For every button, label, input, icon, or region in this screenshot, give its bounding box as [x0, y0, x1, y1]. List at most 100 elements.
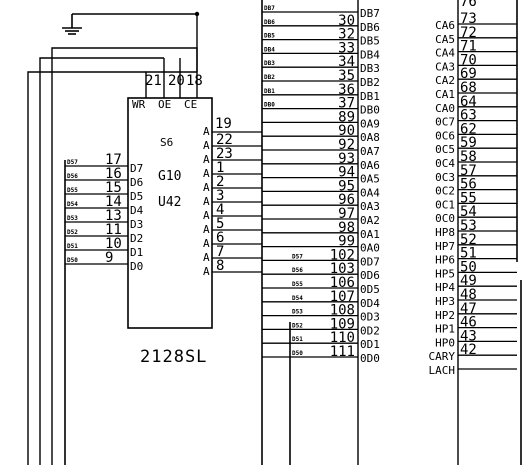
chip-address-pin-number: 3: [216, 188, 224, 204]
connector-right-pin-number: 43: [460, 328, 477, 344]
connector-pin-number: 33: [338, 40, 355, 56]
connector-signal-label: DB0: [360, 104, 380, 117]
connector-signal-label: 0D3: [360, 311, 380, 324]
connector-pin-number: 93: [338, 151, 355, 167]
connector-pin-number: 106: [330, 275, 355, 291]
connector-right-signal-label: HP0: [435, 336, 455, 349]
connector-net-label: D51: [292, 336, 303, 343]
connector-right-signal-label: CA2: [435, 74, 455, 87]
connector-right-signal-label: LACH: [429, 364, 456, 377]
chip-data-pin-number: 17: [105, 152, 122, 168]
chip-address-pin-number: 23: [216, 146, 233, 162]
connector-signal-label: 0A0: [360, 242, 380, 255]
partial-pin-num: 76: [460, 0, 477, 10]
connector-right-pin-number: 49: [460, 273, 477, 289]
chip-data-pin-label: D5: [130, 190, 143, 203]
chip-address-marker: A: [203, 223, 210, 236]
chip-data-pin-label: D0: [130, 260, 143, 273]
connector-right-signal-label: HP5: [435, 267, 455, 280]
connector-pin-number: 108: [330, 303, 355, 319]
chip-address-marker: A: [203, 153, 210, 166]
chip-data-net-label: D57: [67, 159, 78, 166]
connector-right-signal-label: 0C5: [435, 143, 455, 156]
connector-net-label: DB0: [264, 102, 275, 109]
connector-pin-number: 37: [338, 96, 355, 112]
connector-right-pin-number: 72: [460, 25, 477, 41]
connector-right-pin-number: 59: [460, 135, 477, 151]
connector-pin-number: 30: [338, 13, 355, 29]
connector-net-label: D52: [292, 322, 303, 329]
connector-right-pin-number: 55: [460, 190, 477, 206]
chip-address-pin-number: 5: [216, 216, 224, 232]
connector-signal-label: DB1: [360, 90, 380, 103]
connector-right-pin-number: 47: [460, 301, 477, 317]
connector-net-label: DB6: [264, 19, 275, 26]
connector-net-label: DB1: [264, 88, 275, 95]
connector-pin-number: 111: [330, 344, 355, 360]
connector-right-signal-label: CA6: [435, 19, 455, 32]
connector-signal-label: 0A2: [360, 214, 380, 227]
connector-right-signal-label: CA4: [435, 47, 455, 60]
connector-signal-label: 0A9: [360, 117, 380, 130]
connector-right-signal-label: CA1: [435, 88, 455, 101]
connector-net-label: D54: [292, 295, 303, 302]
connector-signal-label: DB5: [360, 35, 380, 48]
connector-pin-number: 34: [338, 54, 355, 70]
connector-signal-label: DB6: [360, 21, 380, 34]
chip-data-net-label: D53: [67, 215, 78, 222]
connector-net-label: DB5: [264, 33, 275, 40]
chip-address-pin-number: 6: [216, 230, 224, 246]
chip-address-marker: A: [203, 251, 210, 264]
connector-net-label: D56: [292, 267, 303, 274]
connector-pin-number: 110: [330, 330, 355, 346]
connector-signal-label: 0D7: [360, 255, 380, 268]
connector-right-signal-label: HP4: [435, 281, 455, 294]
connector-right-pin-number: 64: [460, 94, 477, 110]
chip-data-net-label: D50: [67, 257, 78, 264]
connector-pin-number: 35: [338, 68, 355, 84]
connector-right-signal-label: 0C6: [435, 129, 455, 142]
chip-data-pin-number: 10: [105, 236, 122, 252]
connector-right-pin-number: 42: [460, 342, 477, 358]
connector-pin-number: 90: [338, 123, 355, 139]
connector-signal-label: 0D5: [360, 283, 380, 296]
chip-designator-u42: U42: [158, 195, 181, 210]
chip-data-pin-number: 13: [105, 208, 122, 224]
connector-signal-label: 0A5: [360, 173, 380, 186]
connector-net-label: DB4: [264, 46, 275, 53]
connector-pin-number: 95: [338, 178, 355, 194]
chip-address-marker: A: [203, 181, 210, 194]
connector-right-signal-label: HP6: [435, 254, 455, 267]
chip-address-pin-number: 2: [216, 174, 224, 190]
connector-right-pin-number: 54: [460, 204, 477, 220]
connector-right-signal-label: HP3: [435, 295, 455, 308]
chip-data-pin-label: D4: [130, 204, 144, 217]
chip-address-marker: A: [203, 139, 210, 152]
connector-right-pin-number: 63: [460, 108, 477, 124]
connector-pin-number: 109: [330, 316, 355, 332]
chip-pin-label-ce: CE: [184, 98, 197, 111]
connector-signal-label: 0D1: [360, 338, 380, 351]
chip-data-pin-number: 16: [105, 166, 122, 182]
connector-signal-label: 0D0: [360, 352, 380, 365]
connector-right-pin-number: 52: [460, 232, 477, 248]
connector-pin-number: 32: [338, 27, 355, 43]
chip-data-net-label: D54: [67, 201, 78, 208]
chip-pin-num-19: 19: [215, 116, 232, 132]
connector-right-signal-label: 0C3: [435, 171, 455, 184]
connector-signal-label: DB3: [360, 62, 380, 75]
chip-address-marker: A: [203, 237, 210, 250]
chip-pin-num-21: 21: [145, 73, 162, 89]
connector-right-signal-label: 0C7: [435, 116, 455, 129]
connector-signal-label: 0A3: [360, 200, 380, 213]
connector-right-signal-label: 0C0: [435, 212, 455, 225]
connector-pin-number: 98: [338, 220, 355, 236]
connector-signal-label: DB7: [360, 7, 380, 20]
connector-right-pin-number: 46: [460, 315, 477, 331]
ground-symbol: [62, 13, 197, 35]
connector-signal-label: 0A8: [360, 131, 380, 144]
connector-signal-label: 0A7: [360, 145, 380, 158]
